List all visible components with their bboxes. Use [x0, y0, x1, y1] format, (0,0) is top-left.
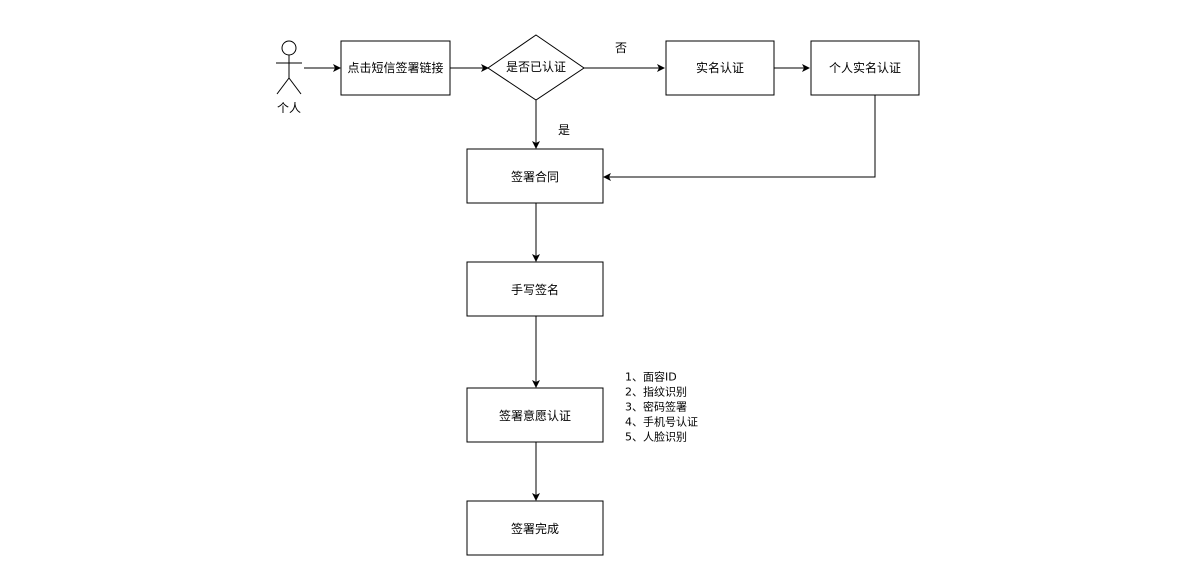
- methods-note-item: 3、密码签署: [625, 400, 687, 414]
- actor-label: 个人: [277, 101, 301, 115]
- actor-head: [281, 40, 297, 56]
- node-willingness: [466, 387, 604, 443]
- methods-note-item: 2、指纹识别: [625, 385, 687, 399]
- node-personal-real-name: [810, 40, 920, 96]
- node-done-label: 签署完成: [511, 521, 559, 536]
- node-real-name: [665, 40, 775, 96]
- actor-leg-right: [288, 77, 302, 95]
- node-willingness-label: 签署意愿认证: [499, 408, 571, 423]
- methods-note: 1、面容ID 2、指纹识别 3、密码签署 4、手机号认证 5、人脸识别: [625, 370, 698, 444]
- edge-label-yes: 是: [558, 123, 570, 137]
- methods-note-item: 4、手机号认证: [625, 415, 698, 429]
- methods-note-item: 1、面容ID: [625, 370, 677, 384]
- node-handwritten-label: 手写签名: [511, 282, 559, 297]
- node-real-name-label: 实名认证: [696, 60, 744, 75]
- node-handwritten: [466, 261, 604, 317]
- node-click-link-label: 点击短信签署链接: [347, 60, 443, 75]
- methods-note-item: 5、人脸识别: [625, 430, 687, 444]
- node-sign-contract-label: 签署合同: [511, 169, 559, 184]
- node-sign-contract: [466, 148, 604, 204]
- node-personal-real-name-label: 个人实名认证: [829, 60, 901, 75]
- edge-personal-to-sign-contract: [603, 95, 876, 181]
- node-done: [466, 500, 604, 556]
- node-is-verified-label: 是否已认证: [506, 60, 566, 74]
- edge-label-no: 否: [615, 41, 627, 55]
- actor-leg-left: [276, 77, 290, 95]
- node-click-link: [340, 40, 451, 96]
- actor-figure: [276, 40, 302, 95]
